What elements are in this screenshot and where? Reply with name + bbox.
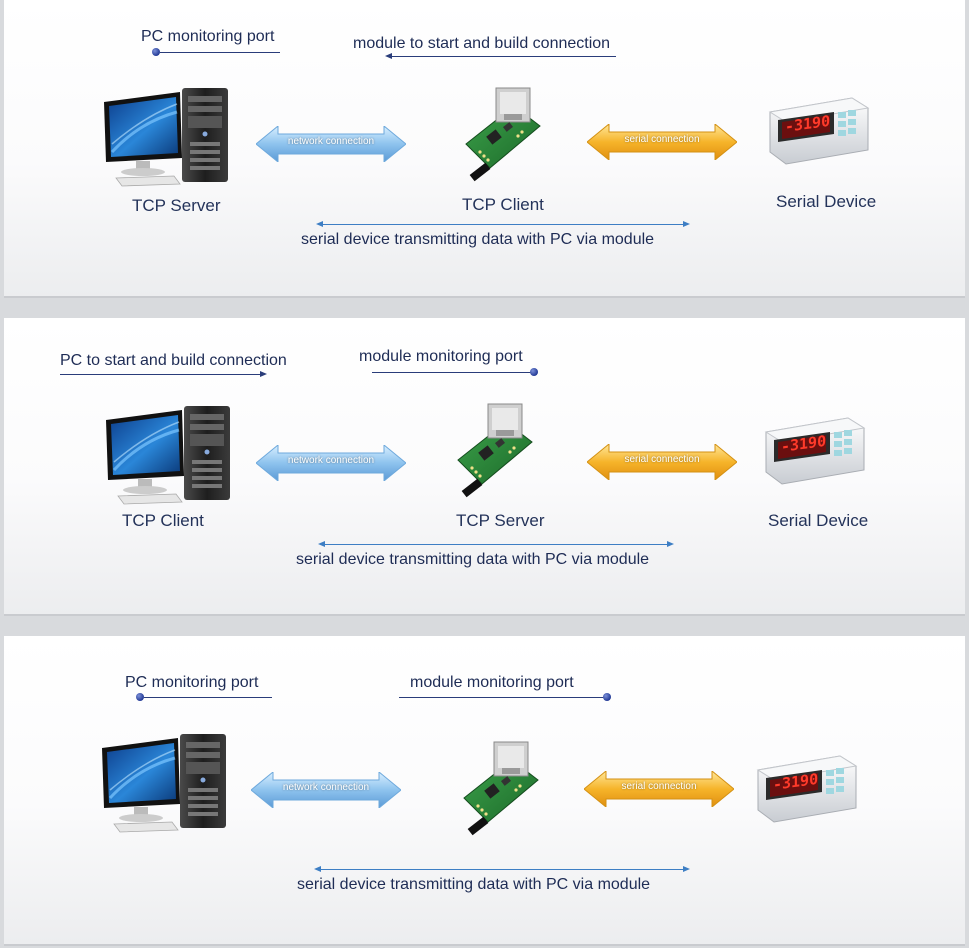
serial-connection-label: serial connection <box>624 134 700 145</box>
note-right: module monitoring port <box>359 348 523 365</box>
network-connection-arrow <box>256 126 406 162</box>
note-right-arrowhead <box>385 53 392 59</box>
panel-udp-mode: PC monitoring port module monitoring por… <box>4 636 965 946</box>
pc-caption: TCP Client <box>122 511 204 530</box>
display-device-icon <box>760 410 870 490</box>
note-left: PC monitoring port <box>141 28 275 45</box>
network-connection-label: network connection <box>287 455 375 466</box>
network-connection-arrow <box>251 772 401 808</box>
bottom-caption: serial device transmitting data with PC … <box>301 231 655 248</box>
computer-icon <box>100 82 240 192</box>
module-icon <box>448 402 538 502</box>
port-dot-left <box>136 693 144 701</box>
serial-connection-arrow <box>587 444 737 480</box>
note-right-underline <box>399 697 605 698</box>
module-icon <box>454 740 544 840</box>
port-dot <box>152 48 160 56</box>
serial-connection-arrow <box>587 124 737 160</box>
note-left-arrowhead <box>260 371 267 377</box>
module-caption: TCP Server <box>456 511 545 530</box>
note-right-underline <box>372 372 532 373</box>
bottom-caption: serial device transmitting data with PC … <box>297 876 651 893</box>
serial-connection-label: serial connection <box>621 781 697 792</box>
network-connection-label: network connection <box>287 136 375 147</box>
note-left-underline <box>144 697 272 698</box>
note-right-underline <box>392 56 616 57</box>
display-device-icon <box>752 748 862 828</box>
device-caption: Serial Device <box>768 511 869 530</box>
panel-tcp-client-mode: PC to start and build connection module … <box>4 318 965 616</box>
port-dot <box>530 368 538 376</box>
module-icon <box>456 86 546 186</box>
note-right: module to start and build connection <box>353 35 611 52</box>
network-connection-arrow <box>256 445 406 481</box>
serial-connection-arrow <box>584 771 734 807</box>
computer-icon <box>102 400 242 510</box>
pc-caption: TCP Server <box>132 196 221 215</box>
panel-tcp-server-mode: PC monitoring port module to start and b… <box>4 0 965 298</box>
data-transfer-arrow <box>316 221 690 227</box>
data-transfer-arrow <box>318 541 674 547</box>
note-left: PC to start and build connection <box>60 352 287 369</box>
note-left-underline <box>160 52 280 53</box>
device-caption: Serial Device <box>776 192 877 211</box>
note-left-underline <box>60 374 260 375</box>
serial-connection-label: serial connection <box>624 454 700 465</box>
note-right: module monitoring port <box>410 674 574 691</box>
note-left: PC monitoring port <box>125 674 259 691</box>
network-connection-label: network connection <box>282 782 370 793</box>
computer-icon <box>98 728 238 838</box>
module-caption: TCP Client <box>462 195 544 214</box>
port-dot-right <box>603 693 611 701</box>
display-device-icon <box>764 90 874 170</box>
bottom-caption: serial device transmitting data with PC … <box>296 551 650 568</box>
data-transfer-arrow <box>314 866 690 872</box>
